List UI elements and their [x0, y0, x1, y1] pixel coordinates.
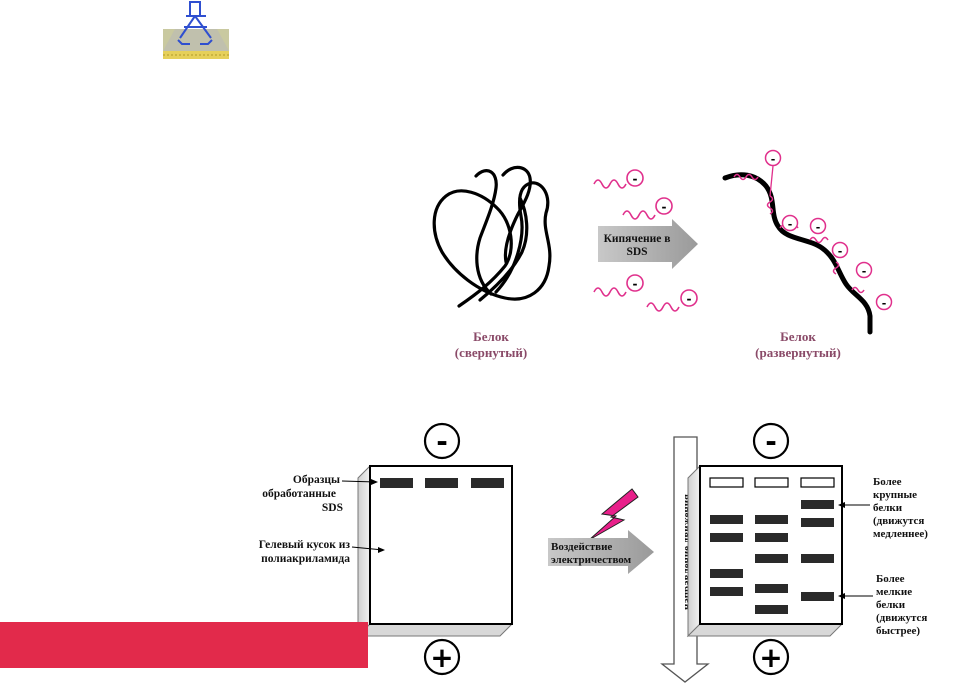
- large-proteins-label-4: (движутся: [873, 515, 924, 527]
- svg-text:-: -: [788, 218, 793, 231]
- plus-electrode-left: +: [423, 638, 461, 676]
- samples-label-2: обработанные: [262, 488, 336, 500]
- electricity-arrow-line-2: электричеством: [551, 554, 632, 566]
- sds-molecule-icon: -: [622, 197, 673, 220]
- gel-after: [686, 464, 844, 638]
- microscope-logo-icon: [163, 1, 229, 59]
- unfolded-protein-icon: - - - - - -: [722, 149, 893, 335]
- small-proteins-label-3: белки: [876, 599, 906, 611]
- svg-text:-: -: [838, 245, 843, 258]
- large-proteins-label-1: Более: [873, 476, 902, 488]
- folded-protein-label-1: Белок: [473, 329, 509, 344]
- svg-text:+: +: [759, 641, 782, 674]
- svg-text:-: -: [882, 297, 887, 310]
- unfolded-protein-label-2: (развернутый): [755, 345, 841, 360]
- sds-molecule-icon: -: [646, 289, 698, 312]
- large-proteins-label-5: медленнее): [873, 528, 928, 540]
- svg-text:-: -: [687, 292, 692, 306]
- svg-text:-: -: [633, 277, 638, 291]
- svg-text:-: -: [633, 172, 638, 186]
- small-proteins-label-2: мелкие: [876, 586, 912, 598]
- unfolded-protein-label-1: Белок: [780, 329, 816, 344]
- svg-text:+: +: [430, 641, 453, 674]
- electricity-arrow: Воздействие электричеством: [548, 530, 654, 574]
- electricity-arrow-line-1: Воздействие: [551, 541, 612, 553]
- lightning-bolt-icon: [588, 488, 639, 541]
- boiling-arrow: Кипячение в SDS: [598, 219, 698, 269]
- svg-text:-: -: [771, 153, 776, 166]
- gel-label-1: Гелевый кусок из: [259, 539, 351, 551]
- small-proteins-label-4: (движутся: [876, 612, 927, 624]
- samples-label-1: Образцы: [293, 474, 340, 486]
- plus-electrode-right: +: [752, 638, 790, 676]
- svg-text:-: -: [765, 425, 777, 458]
- small-proteins-label-1: Более: [876, 573, 905, 585]
- sds-molecule-icon: -: [593, 274, 644, 297]
- folded-protein-icon: [432, 165, 552, 308]
- boiling-arrow-line-1: Кипячение в: [604, 233, 671, 245]
- svg-text:-: -: [816, 221, 821, 234]
- svg-text:-: -: [436, 425, 448, 458]
- minus-electrode-right: -: [752, 422, 790, 460]
- boiling-arrow-line-2: SDS: [626, 246, 647, 258]
- svg-text:-: -: [662, 200, 667, 214]
- folded-protein-label-2: (свернутый): [455, 345, 527, 360]
- gel-label-2: полиакриламида: [261, 553, 350, 565]
- large-proteins-label-3: белки: [873, 502, 903, 514]
- svg-text:-: -: [862, 265, 867, 278]
- large-proteins-label-2: крупные: [873, 489, 917, 501]
- gel-before: [356, 464, 514, 638]
- small-proteins-label-5: быстрее): [876, 625, 920, 637]
- samples-label-3: SDS: [322, 502, 343, 514]
- sds-molecule-icon: -: [593, 169, 644, 189]
- minus-electrode-left: -: [423, 422, 461, 460]
- red-banner: [0, 622, 368, 668]
